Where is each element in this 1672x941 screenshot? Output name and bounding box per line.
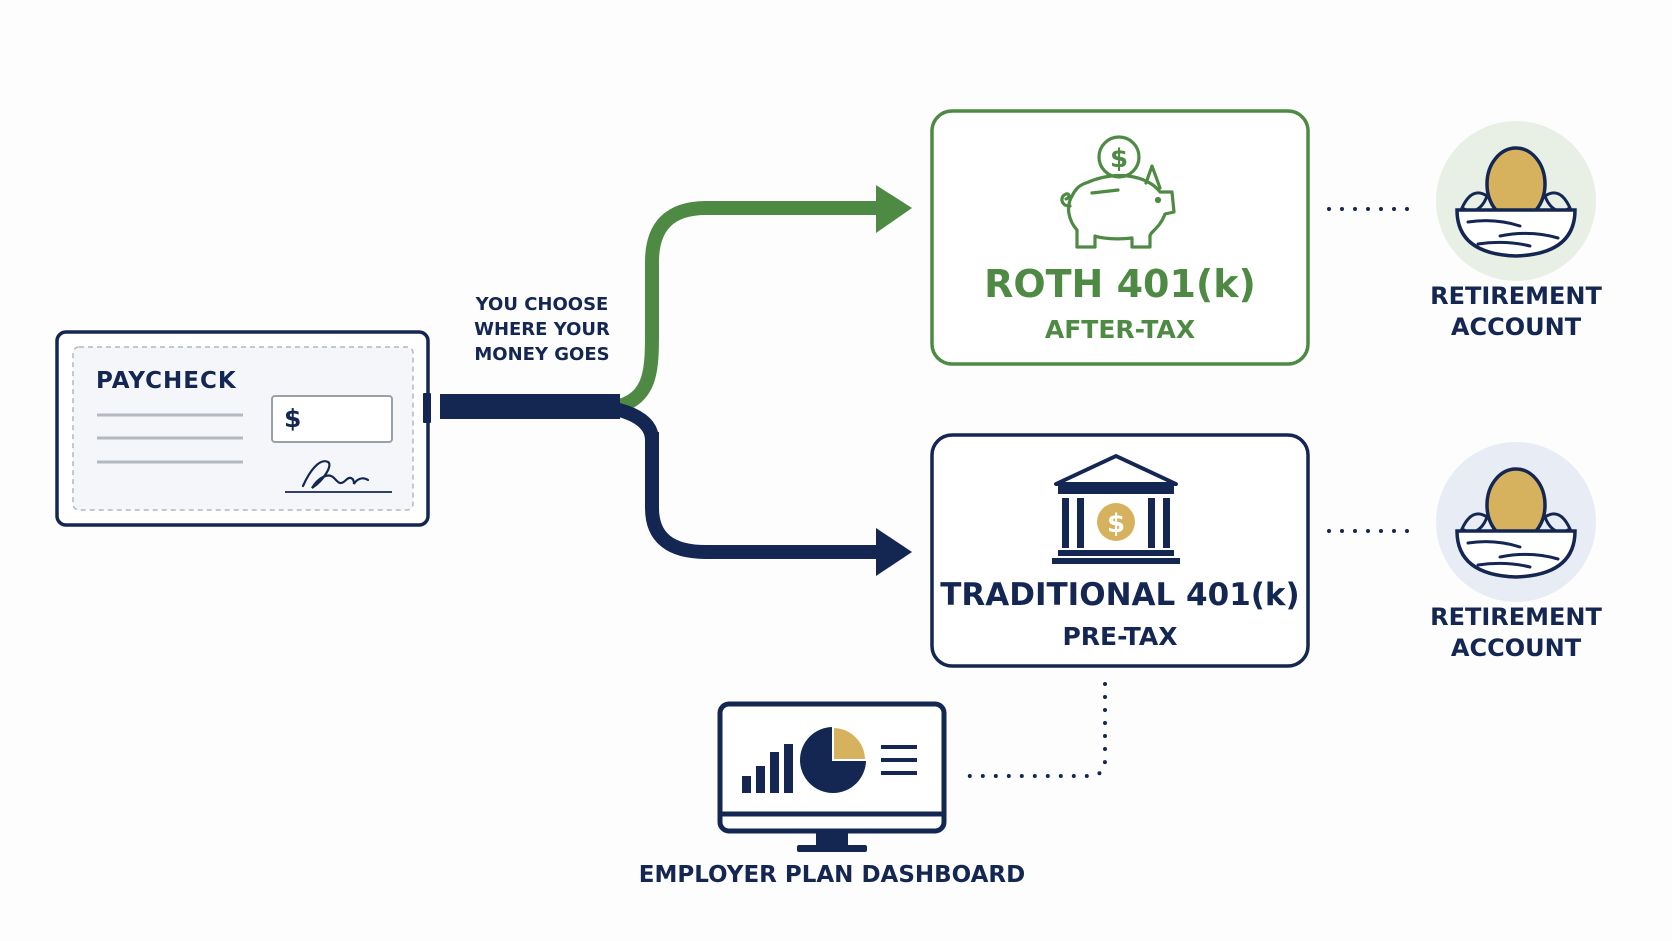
dashboard-label: EMPLOYER PLAN DASHBOARD [638, 862, 1026, 888]
flow-label-line-2: WHERE YOUR [474, 319, 610, 340]
svg-text:$: $ [1107, 509, 1125, 539]
monitor-chart-icon [717, 701, 947, 852]
bank-building-icon: $ [1052, 454, 1180, 564]
roth-subtitle: AFTER-TAX [1044, 315, 1196, 344]
nest-egg-icon [1436, 121, 1596, 281]
paycheck-amount-symbol: $ [284, 404, 302, 433]
traditional-subtitle: PRE-TAX [1062, 622, 1178, 651]
piggy-bank-icon: $ [1060, 135, 1176, 249]
retirement-account-label-roth-line-2: ACCOUNT [1450, 313, 1582, 341]
paycheck-title: PAYCHECK [96, 368, 237, 394]
svg-text:$: $ [1110, 144, 1128, 174]
flow-connectors [440, 185, 912, 576]
paycheck-stem [440, 394, 620, 419]
retirement-account-label-traditional-line-2: ACCOUNT [1450, 634, 1582, 662]
flow-label-line-1: YOU CHOOSE [475, 294, 609, 315]
traditional-title: TRADITIONAL 401(k) [940, 577, 1300, 613]
paycheck-amount-box [271, 395, 393, 443]
roth-title: ROTH 401(k) [984, 262, 1256, 306]
nest-egg-icon [1436, 442, 1596, 602]
paycheck-card [55, 330, 431, 527]
paycheck-lines [97, 413, 243, 464]
flow-label-line-3: MONEY GOES [474, 344, 610, 365]
roth-arrowhead [876, 185, 912, 233]
retirement-account-label-traditional-line-1: RETIREMENT [1430, 603, 1602, 631]
traditional-arrowhead [876, 528, 912, 576]
signature-icon [285, 460, 392, 493]
retirement-account-label-roth-line-1: RETIREMENT [1430, 282, 1602, 310]
